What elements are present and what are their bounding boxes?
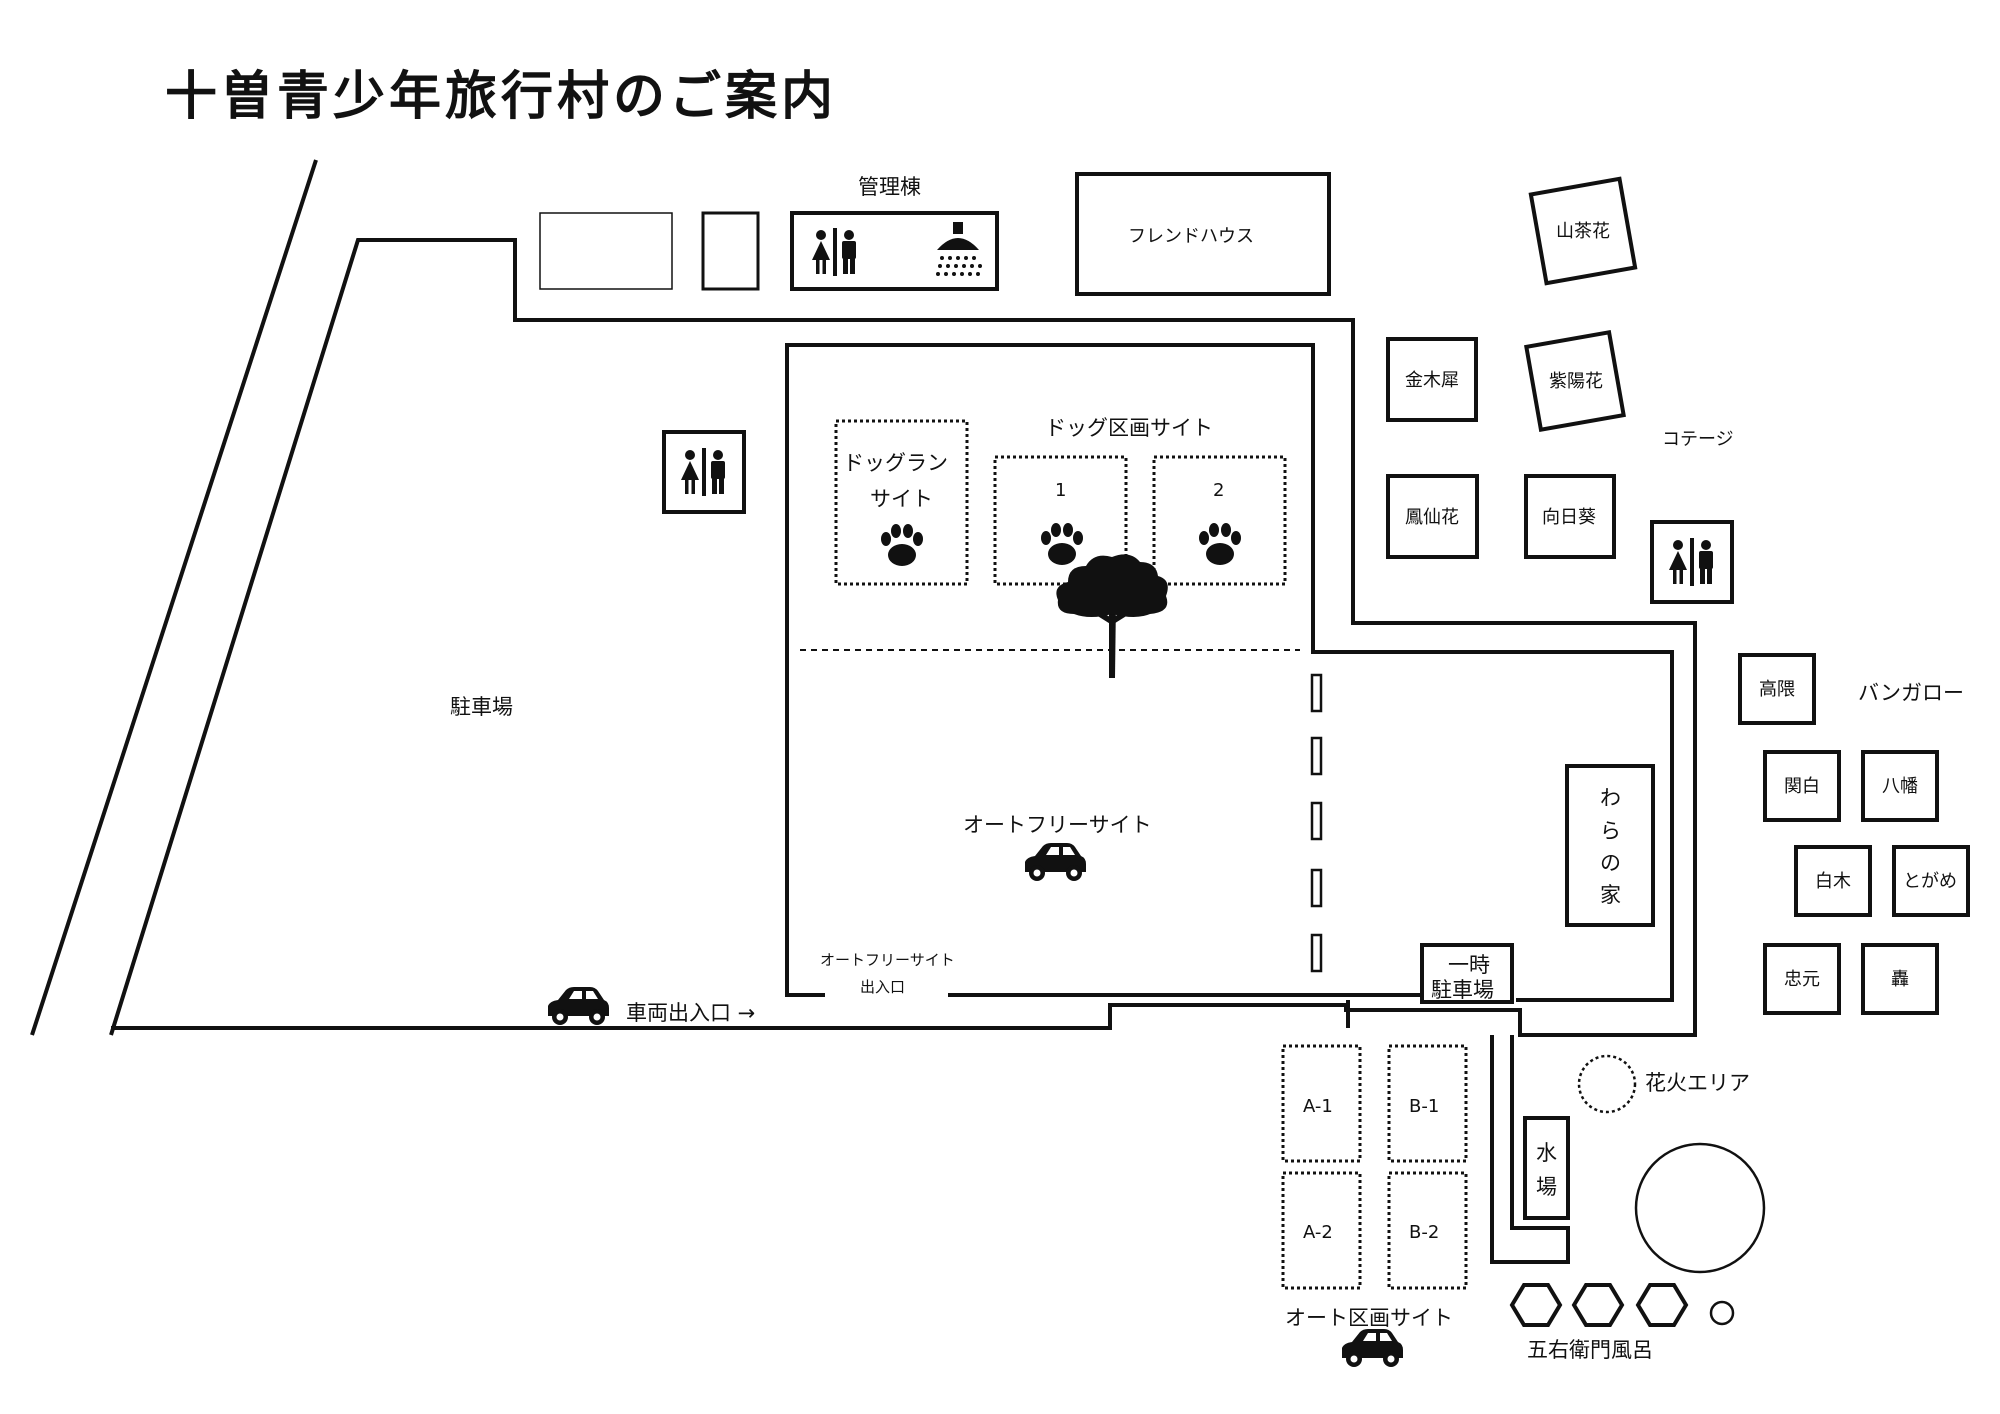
bungalow-shiraki: 白木 [1794, 845, 1872, 917]
dog-run-label: ドッグラン [843, 451, 948, 475]
temporary-parking [1420, 943, 1514, 1004]
cottage-himawari: 向日葵 [1524, 474, 1616, 559]
auto-site-label: B-1 [1409, 1096, 1439, 1117]
car-icon [548, 987, 609, 1025]
water-place [1523, 1116, 1570, 1220]
round-area [1634, 1142, 1766, 1274]
cottage-yamasazanka: 山茶花 [1528, 176, 1638, 286]
lane-markers [1310, 673, 1323, 973]
dog-section-label: ドッグ区画サイト [1045, 416, 1213, 440]
temporary-parking-label: 一時 [1448, 953, 1490, 977]
cottage-kinmokusei: 金木犀 [1386, 337, 1478, 422]
auto-site-label: B-2 [1409, 1222, 1439, 1243]
cottage-label: 鳳仙花 [1405, 507, 1459, 528]
bungalow-label: 轟 [1891, 969, 1909, 990]
auto-site-label: A-2 [1303, 1222, 1333, 1243]
bungalow-kanpaku: 関白 [1763, 750, 1841, 822]
bungalow-label: 八幡 [1882, 776, 1918, 797]
bungalow-label: 忠元 [1784, 969, 1820, 990]
restroom-icon [681, 448, 725, 496]
map-title: 十曽青少年旅行村のご案内 [165, 67, 837, 127]
bungalow-label: 白木 [1815, 871, 1851, 892]
water-place-label: 水 [1536, 1141, 1557, 1165]
cottage-ajisai: 紫陽花 [1524, 330, 1626, 432]
wara-house-label: ら [1600, 819, 1621, 843]
paw-icon [1041, 523, 1083, 565]
water-place-label: 場 [1536, 1175, 1557, 1199]
friend-house-label: フレンドハウス [1128, 226, 1254, 247]
fireworks-area [1577, 1054, 1637, 1114]
fireworks-area-label: 花火エリア [1645, 1071, 1750, 1095]
dog-site-number: 1 [1055, 480, 1066, 501]
cottage-label: 山茶花 [1556, 221, 1610, 242]
auto-section-label: オート区画サイト [1285, 1306, 1453, 1330]
management-building [539, 211, 999, 291]
dog-site-number: 2 [1213, 480, 1224, 501]
paw-icon [1199, 523, 1241, 565]
car-icon [1025, 843, 1086, 881]
restroom-icon [812, 228, 856, 276]
bungalow-takakuma: 高隈 [1738, 653, 1816, 725]
auto-free-exit-label: オートフリーサイト [820, 951, 955, 969]
bungalow-label: 高隈 [1759, 679, 1795, 700]
wara-house-label: わ [1600, 786, 1621, 810]
auto-free-site-label: オートフリーサイト [963, 813, 1152, 837]
dog-site-2 [1152, 455, 1287, 586]
bungalow-tadamoto: 忠元 [1763, 943, 1841, 1015]
restroom-icon [1669, 538, 1713, 586]
tree-icon [1056, 554, 1168, 678]
temporary-parking-label: 駐車場 [1431, 978, 1494, 1002]
bungalow-todoroki: 轟 [1861, 943, 1939, 1015]
bungalow-hachiman: 八幡 [1861, 750, 1939, 822]
auto-site-a1 [1281, 1044, 1362, 1163]
bungalow-label: とがめ [1903, 871, 1957, 892]
auto-free-exit-label: 出入口 [860, 978, 905, 996]
goemon-bath-label: 五右衛門風呂 [1527, 1338, 1653, 1362]
cottage-label: 紫陽花 [1549, 371, 1603, 392]
parking-label: 駐車場 [450, 695, 513, 719]
wara-house-label: 家 [1600, 883, 1621, 907]
dog-run-label: サイト [870, 487, 933, 511]
goemon-bath [1509, 1283, 1735, 1327]
management-building-label: 管理棟 [858, 175, 921, 199]
cottage-housenka: 鳳仙花 [1386, 474, 1479, 559]
wara-house [1565, 764, 1655, 927]
bungalow-togame: とがめ [1892, 845, 1970, 917]
shower-icon [936, 222, 982, 276]
bungalow-area-label: バンガロー [1858, 681, 1964, 705]
wara-house-label: の [1600, 851, 1621, 875]
cottage-area-label: コテージ [1662, 429, 1734, 450]
auto-site-b2 [1387, 1171, 1468, 1290]
cottage-label: 向日葵 [1542, 507, 1596, 528]
car-icon [1342, 1329, 1403, 1367]
auto-free-area [785, 343, 1674, 1002]
auto-site-b1 [1387, 1044, 1468, 1163]
dog-run-site [834, 419, 969, 586]
dog-site-1 [993, 455, 1128, 586]
restroom-parking [662, 430, 746, 514]
paw-icon [881, 524, 923, 566]
cottage-label: 金木犀 [1405, 370, 1459, 391]
restroom-cottage [1650, 520, 1734, 604]
auto-site-a2 [1281, 1171, 1362, 1290]
vehicle-entrance-label: 車両出入口 → [626, 1001, 755, 1025]
auto-site-label: A-1 [1303, 1096, 1333, 1117]
friend-house [1075, 172, 1331, 296]
bungalow-label: 関白 [1784, 776, 1820, 797]
roads [30, 159, 1697, 1264]
